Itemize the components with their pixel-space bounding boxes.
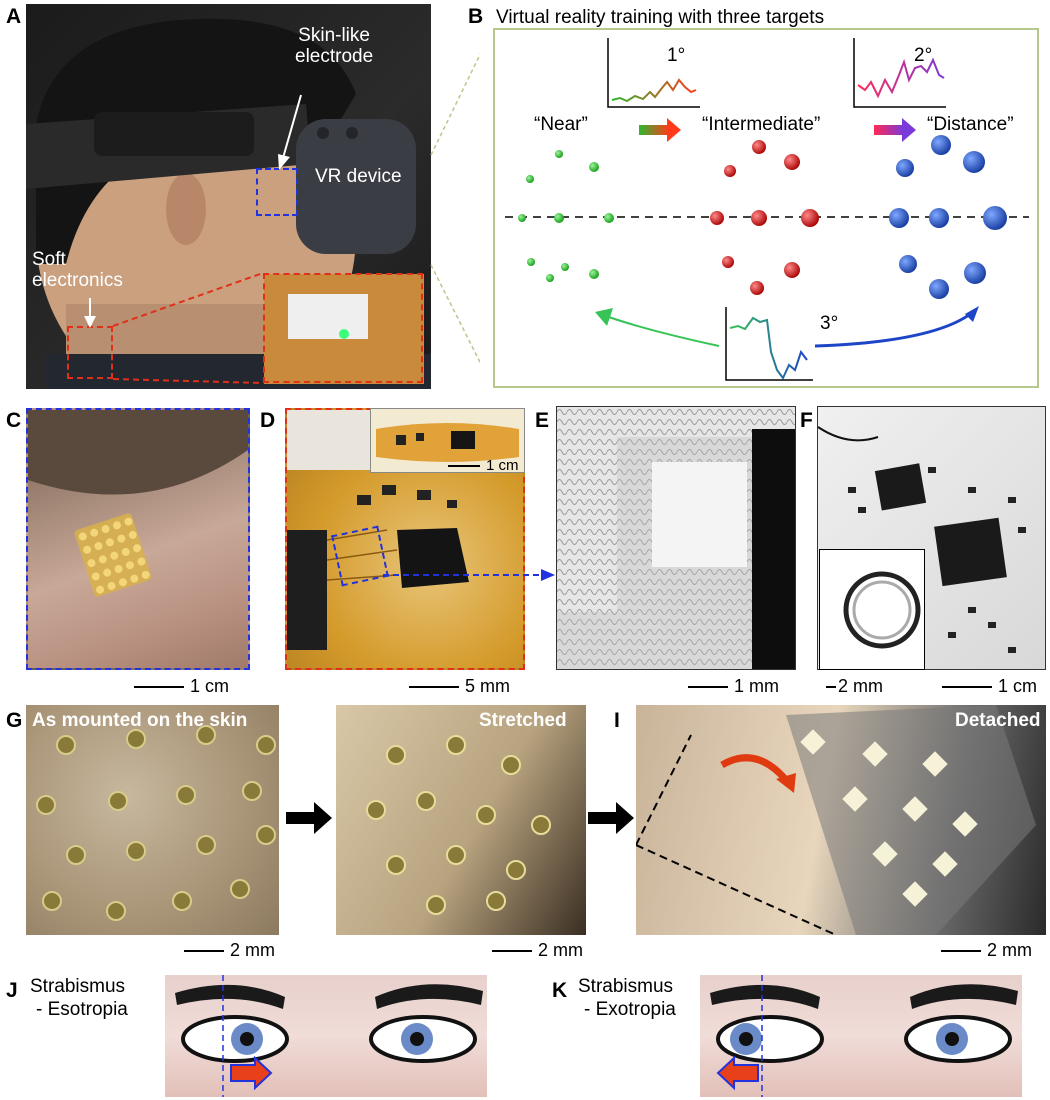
caption-detached: Detached (955, 710, 1041, 731)
serpentine-micrograph (556, 406, 796, 670)
mini-plot-2deg (853, 38, 946, 108)
label-3deg: 3° (820, 313, 839, 334)
esotropia-line-1: Strabismus (30, 976, 126, 997)
intermediate-targets (710, 140, 819, 295)
skin-electrode-photo (26, 408, 250, 670)
vr-training-diagram (505, 38, 1029, 381)
soft-electronics-inset-box (263, 273, 423, 383)
panel-b-title: Virtual reality training with three targ… (496, 7, 825, 28)
panel-label-f: F (800, 409, 813, 432)
scale-bar-f-inset-label: 2 mm (838, 676, 883, 696)
exotropia-caption: Strabismus - Exotropia (578, 976, 676, 1022)
scale-bar-d-inset: 1 cm (448, 457, 519, 474)
arrow-g-to-h (286, 802, 332, 834)
arrow-h-to-i (588, 802, 634, 834)
serpentine-pattern (557, 407, 795, 669)
scale-bar-h: 2 mm (492, 940, 583, 961)
scale-bar-c-label: 1 cm (190, 676, 230, 696)
zoom-arrow-d-to-e (383, 569, 555, 581)
label-2deg: 2° (914, 45, 933, 66)
exotropia-eyes-illustration (700, 975, 1022, 1097)
mounted-skin-photo (26, 705, 279, 935)
scale-bar-i-label: 2 mm (987, 940, 1032, 960)
label-1deg: 1° (667, 45, 686, 66)
panel-label-e: E (535, 409, 550, 432)
detached-electrode-illustration (636, 705, 1036, 935)
panel-label-a: A (6, 5, 22, 28)
label-near: “Near” (534, 114, 588, 135)
mounted-electrode-grid (36, 725, 276, 921)
scale-bar-f-label: 1 cm (998, 676, 1038, 696)
vr-headset-photo (26, 4, 431, 389)
scale-bar-d-label: 5 mm (465, 676, 510, 696)
panel-label-d: D (260, 409, 276, 432)
scale-bar-f-inset: 2 mm (826, 676, 883, 697)
exotropia-line-1: Strabismus (578, 976, 674, 997)
scale-bar-g-label: 2 mm (230, 940, 275, 960)
panel-label-c: C (6, 409, 22, 432)
vr-headset-illustration (26, 18, 431, 389)
scale-bar-c: 1 cm (134, 676, 229, 697)
panel-label-g: G (6, 709, 23, 732)
caption-stretched: Stretched (479, 710, 567, 731)
scale-bar-g: 2 mm (184, 940, 275, 961)
xray-circuit-illustration (818, 426, 1026, 653)
exotropia-eyes (710, 975, 1018, 1097)
panel-label-i: I (614, 709, 620, 732)
scale-bar-e-label: 1 mm (734, 676, 779, 696)
skin-electrode-label: Skin-like electrode (295, 25, 374, 67)
circuit-inset (370, 408, 525, 473)
scale-bar-e: 1 mm (688, 676, 779, 697)
circuit-zoom-box (331, 525, 389, 587)
stretched-skin-photo (336, 705, 586, 935)
esotropia-line-2: - Esotropia (36, 998, 128, 1020)
xray-ring (843, 571, 921, 649)
distance-targets (889, 135, 1007, 299)
panel-label-b: B (468, 5, 484, 28)
esotropia-caption: Strabismus - Esotropia (30, 976, 128, 1022)
electrode-highlight-box (256, 168, 298, 216)
esotropia-eyes (175, 975, 483, 1097)
soft-electronics-label: Soft electronics (32, 249, 123, 291)
caption-mounted: As mounted on the skin (32, 710, 248, 731)
scale-bar-h-label: 2 mm (538, 940, 583, 960)
panel-label-j: J (6, 979, 18, 1002)
stretched-electrode-grid (366, 735, 551, 915)
mini-plot-1deg (607, 38, 700, 108)
detached-electrode-photo (636, 705, 1046, 935)
scale-bar-i: 2 mm (941, 940, 1032, 961)
xray-inset (819, 549, 925, 670)
mini-plot-3deg (725, 307, 813, 381)
scale-bar-f: 1 cm (942, 676, 1037, 697)
panel-label-k: K (552, 979, 568, 1002)
label-intermediate: “Intermediate” (702, 114, 821, 135)
electrode-array (28, 410, 248, 597)
near-targets (518, 150, 614, 282)
scale-bar-d: 5 mm (409, 676, 510, 697)
circuit-inset-illustration (376, 423, 519, 462)
vr-training-frame (493, 28, 1039, 388)
label-distance: “Distance” (927, 114, 1014, 135)
esotropia-eyes-illustration (165, 975, 487, 1097)
vr-device-label: VR device (315, 166, 402, 187)
scale-bar-d-inset-label: 1 cm (486, 457, 519, 474)
exotropia-line-2: - Exotropia (584, 998, 676, 1020)
panel-a-arrows (84, 52, 480, 384)
